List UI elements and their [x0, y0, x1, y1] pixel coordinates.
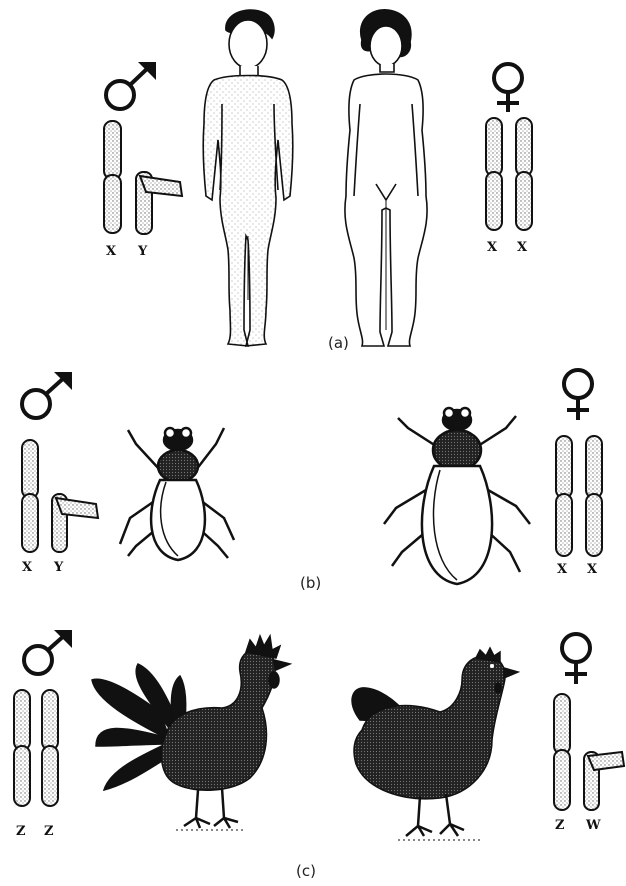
chromosome-label-male-c-1: Z [16, 824, 26, 839]
chromosome-x2-female-b [586, 436, 602, 556]
male-symbol-a [106, 62, 156, 109]
chromosome-label-male-b-2: Y [54, 560, 63, 575]
chromosome-x-male-b [22, 440, 38, 552]
chromosome-x1-female-a [486, 118, 502, 230]
female-symbol-c [562, 634, 590, 684]
chromosome-label-female-b-2: X [587, 562, 597, 577]
panel-a [104, 10, 532, 346]
chromosome-w-female-c [584, 752, 624, 810]
chromosome-label-male-c-2: Z [44, 824, 54, 839]
chromosome-label-male-b-1: X [22, 560, 32, 575]
chromosome-x1-female-b [556, 436, 572, 556]
chromosome-z1-male-c [14, 690, 30, 806]
man-figure [203, 10, 293, 346]
chromosome-label-female-c-2: W [586, 818, 601, 833]
panel-c [14, 630, 624, 840]
hen [352, 648, 518, 840]
chromosome-label-female-c-1: Z [555, 818, 565, 833]
chromosome-label-female-a-2: X [517, 240, 527, 255]
female-symbol-a [494, 64, 522, 112]
chromosome-x-male-a [104, 121, 121, 233]
chromosome-y-male-b [52, 494, 98, 552]
rooster [92, 636, 290, 830]
chromosome-label-female-a-1: X [487, 240, 497, 255]
female-fly [384, 408, 530, 584]
male-symbol-b [22, 372, 72, 418]
panel-label-a: (a) [328, 334, 349, 352]
panel-b [22, 370, 602, 584]
chromosome-x2-female-a [516, 118, 532, 230]
woman-figure [345, 10, 427, 346]
female-symbol-b [564, 370, 592, 420]
panel-label-b: (b) [300, 574, 321, 592]
panel-label-c: (c) [296, 862, 316, 880]
chromosome-z2-male-c [42, 690, 58, 806]
chromosome-y-male-a [136, 172, 182, 234]
male-symbol-c [24, 630, 72, 674]
chromosome-z-female-c [554, 694, 570, 810]
male-fly [120, 428, 234, 560]
chromosome-label-female-b-1: X [557, 562, 567, 577]
chromosome-label-male-a-1: X [106, 244, 116, 259]
chromosome-label-male-a-2: Y [138, 244, 147, 259]
